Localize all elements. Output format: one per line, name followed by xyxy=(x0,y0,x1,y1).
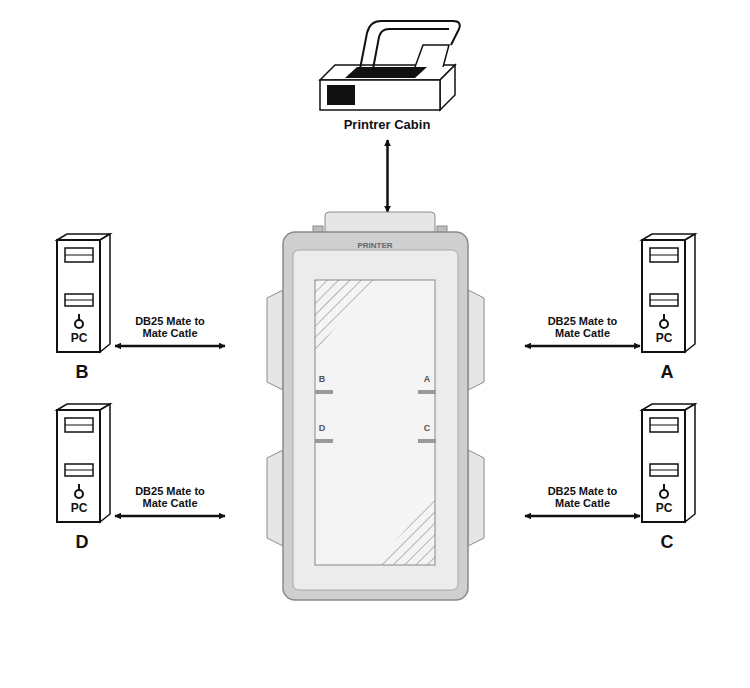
pc-tower: PC B xyxy=(55,232,115,392)
port-letter: C xyxy=(424,424,431,434)
pc-letter: A xyxy=(661,363,674,383)
pc-letter: B xyxy=(76,363,89,383)
pc-letter: D xyxy=(76,533,89,553)
pc-tower: PC A xyxy=(640,232,700,392)
port-label: PRINTER xyxy=(357,242,392,251)
pc-label: PC xyxy=(71,502,88,515)
cable-arrow xyxy=(115,345,225,348)
pc-label: PC xyxy=(656,502,673,515)
port-letter: A xyxy=(424,375,431,385)
cable-label: DB25 Mate to Mate Catle xyxy=(122,315,218,340)
printer-switch-box-drawing xyxy=(225,212,525,602)
cable-label: DB25 Mate to Mate Catle xyxy=(535,485,631,510)
cable-label: DB25 Mate to Mate Catle xyxy=(122,485,218,510)
cable-label: DB25 Mate to Mate Catle xyxy=(535,315,631,340)
printer-switch-box: PRINTER B A D C xyxy=(225,212,525,602)
printer: Printrer Cabin xyxy=(315,15,460,140)
cable-arrow xyxy=(115,515,225,518)
pc-tower: PC C xyxy=(640,402,700,562)
device-label: Printrer Cabin xyxy=(344,118,431,132)
pc-letter: C xyxy=(661,533,674,553)
cable-arrow xyxy=(386,140,389,212)
cable-arrow xyxy=(525,345,640,348)
port-letter: B xyxy=(319,375,326,385)
cable-arrow xyxy=(525,515,640,518)
port-letter: D xyxy=(319,424,326,434)
pc-label: PC xyxy=(71,332,88,345)
pc-label: PC xyxy=(656,332,673,345)
pc-tower: PC D xyxy=(55,402,115,562)
